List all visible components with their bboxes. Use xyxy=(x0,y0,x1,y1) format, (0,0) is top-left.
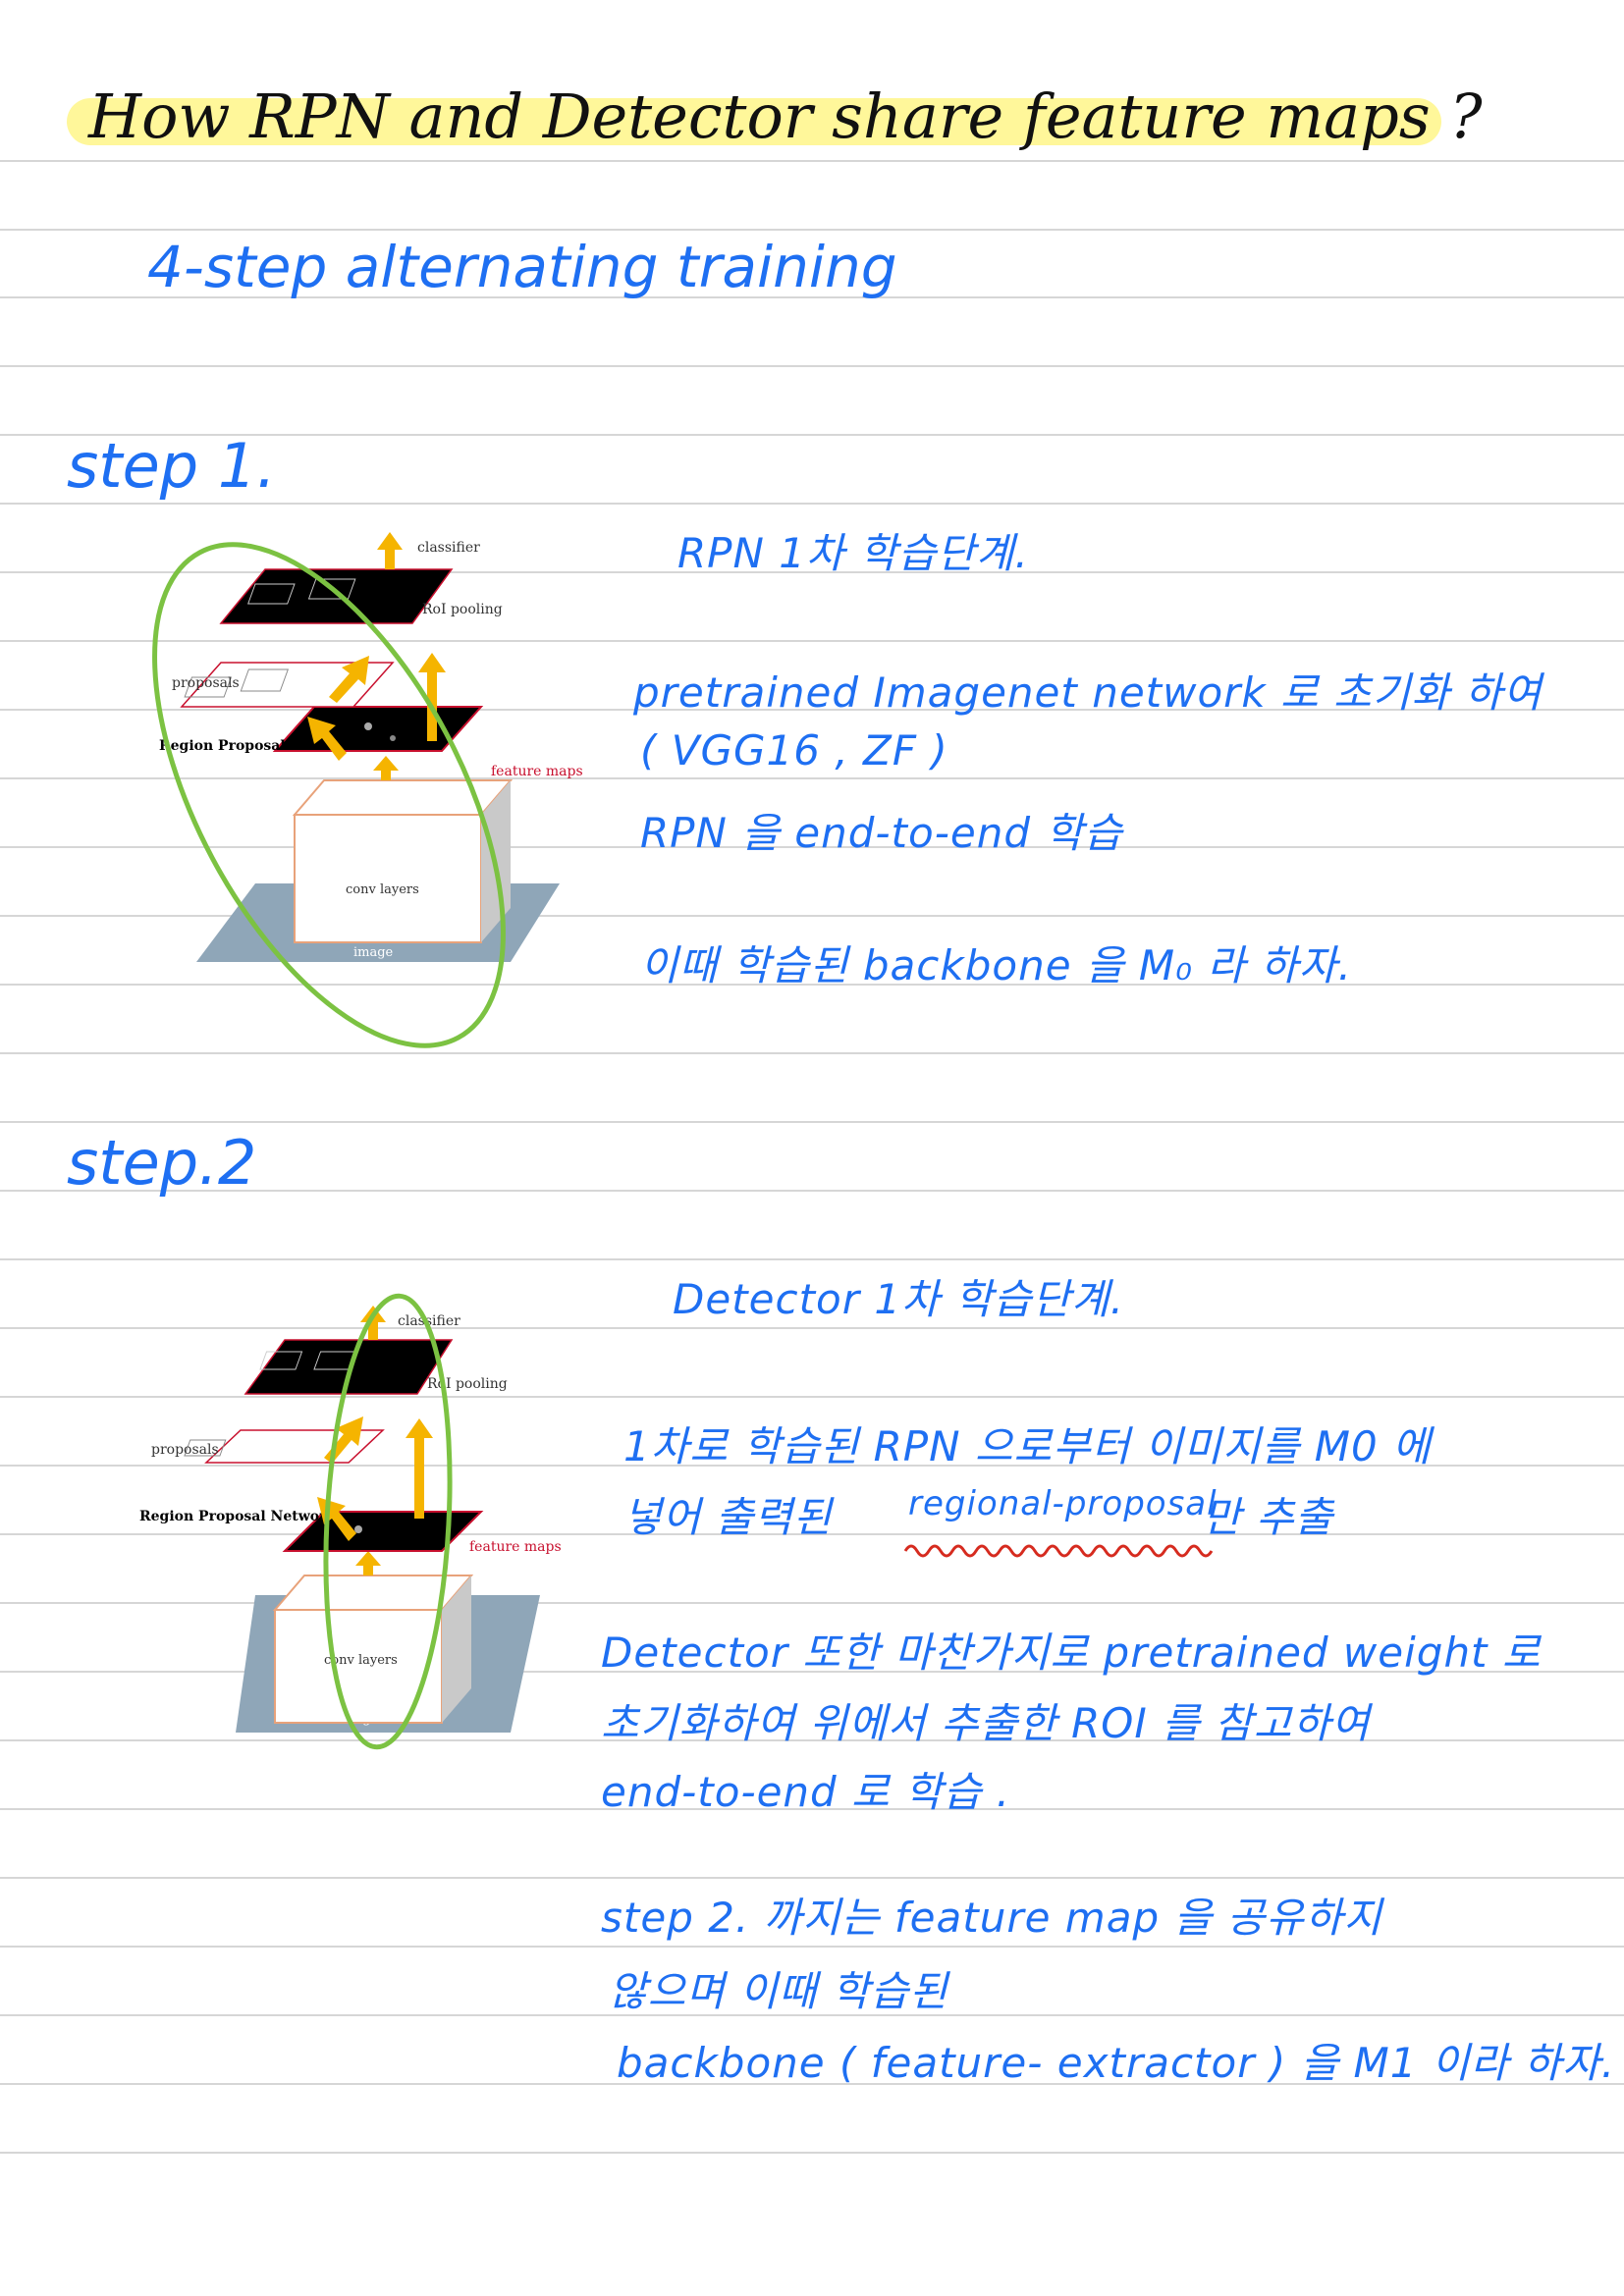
classifier-label: classifier xyxy=(398,1313,460,1329)
feature-to-proposals-arrow xyxy=(307,717,347,761)
roi-pooling-plane xyxy=(219,568,454,624)
conv-layers-label: conv layers xyxy=(346,882,419,897)
proposals-label: proposals xyxy=(151,1442,219,1458)
detector-highlight-circle xyxy=(323,1293,453,1750)
step2-line-3b-regional-proposal: regional-proposal xyxy=(908,1484,1218,1523)
step2-line-2: 1차로 학습된 RPN 으로부터 이미지를 M0 에 xyxy=(623,1422,1432,1470)
rpn-label: Region Proposal Network xyxy=(159,738,355,754)
conv-layers-label: conv layers xyxy=(324,1653,398,1668)
rpn-highlight-circle xyxy=(152,542,506,1048)
step2-line-5: 초기화하여 위에서 추출한 ROI 를 참고하여 xyxy=(601,1699,1371,1747)
feature-to-roi-arrow xyxy=(418,653,446,741)
roi-pooling-label: RoI pooling xyxy=(422,602,503,617)
step2-line-7: step 2. 까지는 feature map 을 공유하지 xyxy=(601,1894,1383,1942)
classifier-label: classifier xyxy=(417,540,480,556)
step2-line-3a: 넣어 출력된 xyxy=(623,1493,833,1541)
image-label: image xyxy=(353,945,394,960)
step2-faster-rcnn-diagram: image conv layers feature maps proposals… xyxy=(139,1293,562,1750)
step1-heading: step 1. xyxy=(67,430,276,502)
to-classifier-arrow xyxy=(360,1306,386,1340)
step1-line-5: 이때 학습된 backbone 을 M₀ 라 하자. xyxy=(640,941,1352,989)
step2-heading: step.2 xyxy=(67,1127,257,1199)
page-title: How RPN and Detector share feature maps … xyxy=(88,80,1483,152)
feature-to-roi-arrow xyxy=(406,1418,433,1519)
step2-line-1: Detector 1차 학습단계. xyxy=(673,1275,1124,1323)
feature-maps-label: feature maps xyxy=(469,1539,562,1555)
step1-line-2: pretrained Imagenet network 로 초기화 하여 xyxy=(633,668,1543,717)
feature-maps-label: feature maps xyxy=(491,764,583,779)
step1-line-3: ( VGG16 , ZF ) xyxy=(640,726,948,774)
step2-line-4: Detector 또한 마찬가지로 pretrained weight 로 xyxy=(601,1629,1542,1677)
to-classifier-arrow xyxy=(377,532,403,569)
conv-to-feature-arrow xyxy=(355,1551,381,1575)
roi-pooling-label: RoI pooling xyxy=(427,1376,508,1392)
conv-to-feature-arrow xyxy=(373,756,399,780)
step2-line-9: backbone ( feature- extractor ) 을 M1 이라 … xyxy=(617,2039,1616,2087)
regional-proposal-underline xyxy=(903,1544,1214,1558)
feature-map-plane xyxy=(282,1511,484,1552)
step2-line-6: end-to-end 로 학습 . xyxy=(601,1768,1011,1816)
step1-faster-rcnn-diagram: image conv layers feature maps proposals… xyxy=(152,532,583,1048)
proposals-to-roi-arrow xyxy=(329,656,369,703)
step2-line-8: 않으며 이때 학습된 xyxy=(609,1967,948,2015)
proposals-label: proposals xyxy=(172,675,240,691)
conv-block-side xyxy=(442,1575,471,1723)
subtitle: 4-step alternating training xyxy=(147,234,897,300)
rpn-label: Region Proposal Network xyxy=(139,1509,336,1524)
title-highlight xyxy=(67,98,1441,145)
step1-line-1: RPN 1차 학습단계. xyxy=(677,529,1029,577)
conv-block-front xyxy=(294,814,482,943)
step2-line-3c: 만 추출 xyxy=(1203,1493,1334,1541)
step1-line-4: RPN 을 end-to-end 학습 xyxy=(640,809,1123,857)
